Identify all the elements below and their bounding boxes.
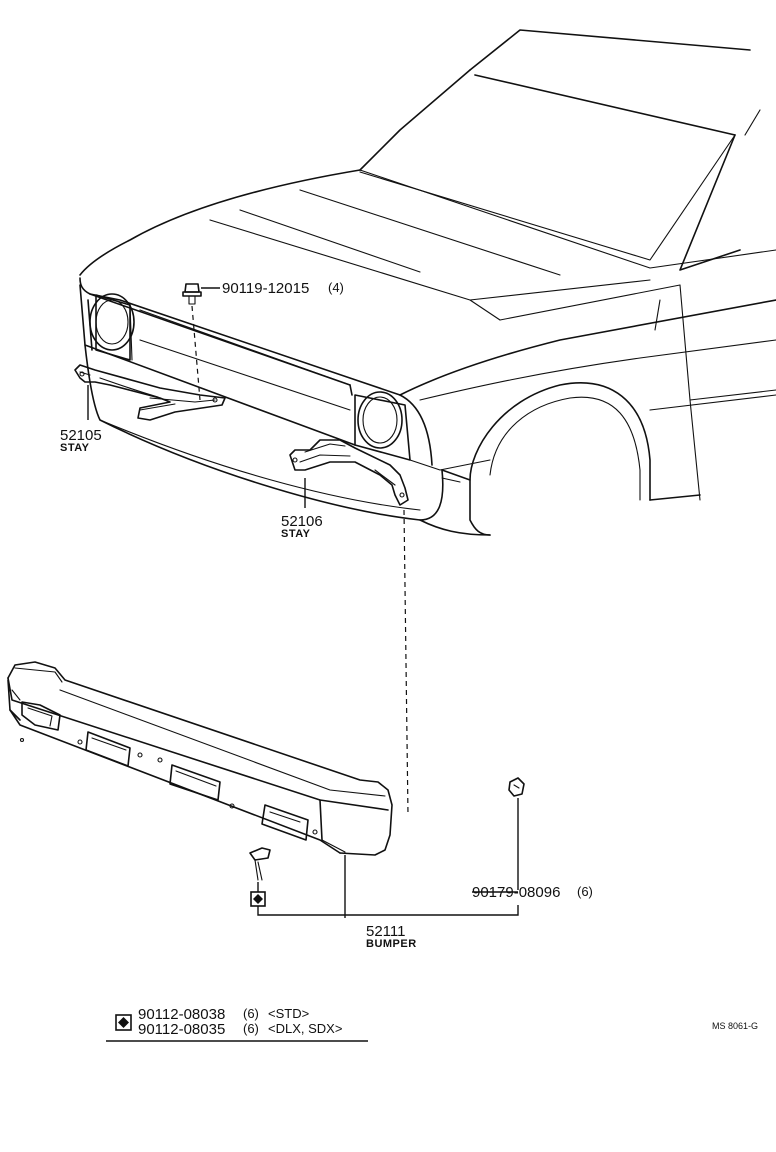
nut-part-number: 90179-08096 <box>472 884 560 901</box>
diamond-in-square-symbol <box>250 891 266 907</box>
legend-row-2-number: 90112-08035 <box>138 1021 225 1038</box>
bumper-name: BUMPER <box>366 938 417 950</box>
stay-52106-name: STAY <box>281 528 311 540</box>
bumper-part-number: 52111 <box>366 923 406 940</box>
stay-52105-name: STAY <box>60 442 90 454</box>
bolt-alignment-dashed-line <box>191 305 201 401</box>
legend-symbol <box>115 1014 132 1031</box>
bolt-90119-drawing <box>182 283 202 305</box>
legend-row-2-qty: (6) <box>243 1021 259 1036</box>
stay-52106-drawing <box>289 439 409 506</box>
reference-code: MS 8061-G <box>712 1021 758 1031</box>
legend-row-1-variant: <STD> <box>268 1006 309 1021</box>
stay-alignment-dashed-line <box>403 509 409 816</box>
nut-90179-drawing <box>508 777 525 797</box>
legend-row-1-qty: (6) <box>243 1006 259 1021</box>
bumper-52111-drawing <box>7 661 393 856</box>
legend-row-1-number: 90112-08038 <box>138 1006 225 1023</box>
stay-52106-part-number: 52106 <box>281 513 323 530</box>
bumper-leader-bracket <box>257 905 519 916</box>
bolt-top-part-number: 90119-12015 <box>222 280 309 297</box>
nut-qty: (6) <box>577 884 593 899</box>
vehicle-body <box>79 29 776 536</box>
legend-row-2-variant: <DLX, SDX> <box>268 1021 342 1036</box>
stay-52105-part-number: 52105 <box>60 427 102 444</box>
bolt-top-qty: (4) <box>328 280 344 295</box>
stay-52105-drawing <box>74 364 226 421</box>
bolt-90112-drawing <box>249 847 271 881</box>
legend: 90112-08038 (6) <STD> 90112-08035 (6) <D… <box>106 1006 368 1042</box>
